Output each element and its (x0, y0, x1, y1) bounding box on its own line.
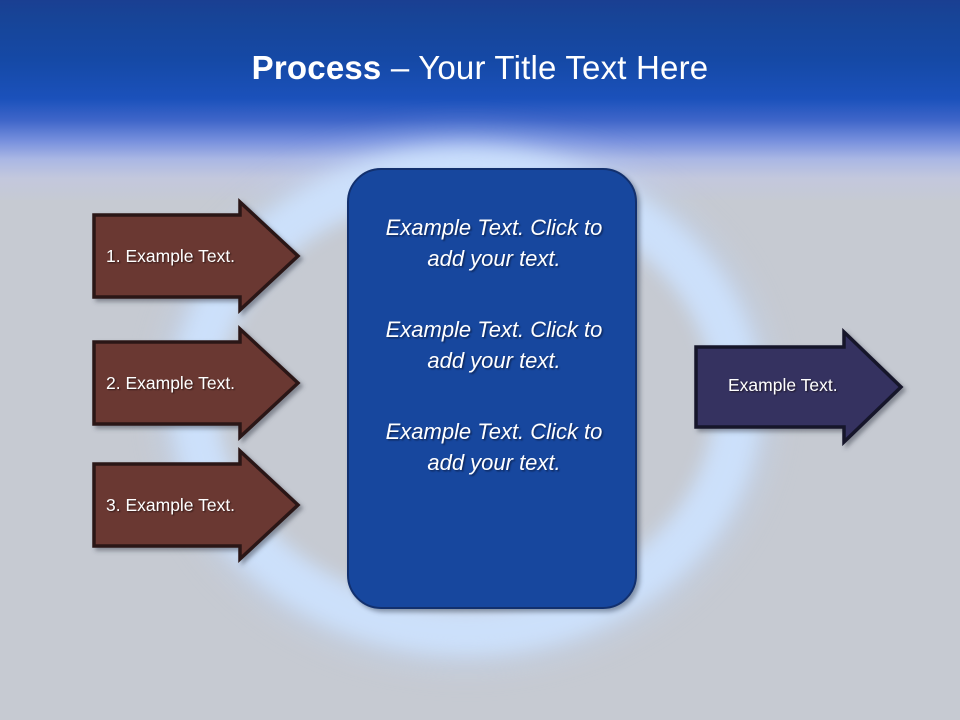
input-arrow-2-label: 2. Example Text. (106, 373, 236, 393)
input-arrow-2[interactable]: 2. Example Text. (92, 324, 301, 442)
center-paragraph-3: Example Text. Click to add your text. (385, 419, 603, 475)
right-arrow-icon (92, 324, 301, 442)
center-process-box[interactable]: Example Text. Click to add your text. Ex… (347, 168, 637, 609)
input-arrow-1[interactable]: 1. Example Text. (92, 197, 301, 315)
center-paragraph-2: Example Text. Click to add your text. (385, 317, 603, 373)
right-arrow-icon (92, 197, 301, 315)
right-arrow-icon (694, 327, 904, 447)
input-arrow-1-label: 1. Example Text. (106, 246, 236, 266)
page-title-strong: Process (251, 49, 382, 86)
right-arrow-icon (92, 446, 301, 564)
output-arrow-label: Example Text. (728, 375, 838, 395)
input-arrow-3[interactable]: 3. Example Text. (92, 446, 301, 564)
center-process-box-text: Example Text. Click to add your text. Ex… (349, 170, 639, 611)
output-arrow[interactable]: Example Text. (694, 327, 904, 447)
page-title-separator: – (381, 49, 419, 86)
page-title: Process – Your Title Text Here (0, 47, 960, 89)
page-title-rest: Your Title Text Here (418, 49, 709, 86)
input-arrow-3-label: 3. Example Text. (106, 495, 236, 515)
center-paragraph-1: Example Text. Click to add your text. (385, 215, 603, 271)
